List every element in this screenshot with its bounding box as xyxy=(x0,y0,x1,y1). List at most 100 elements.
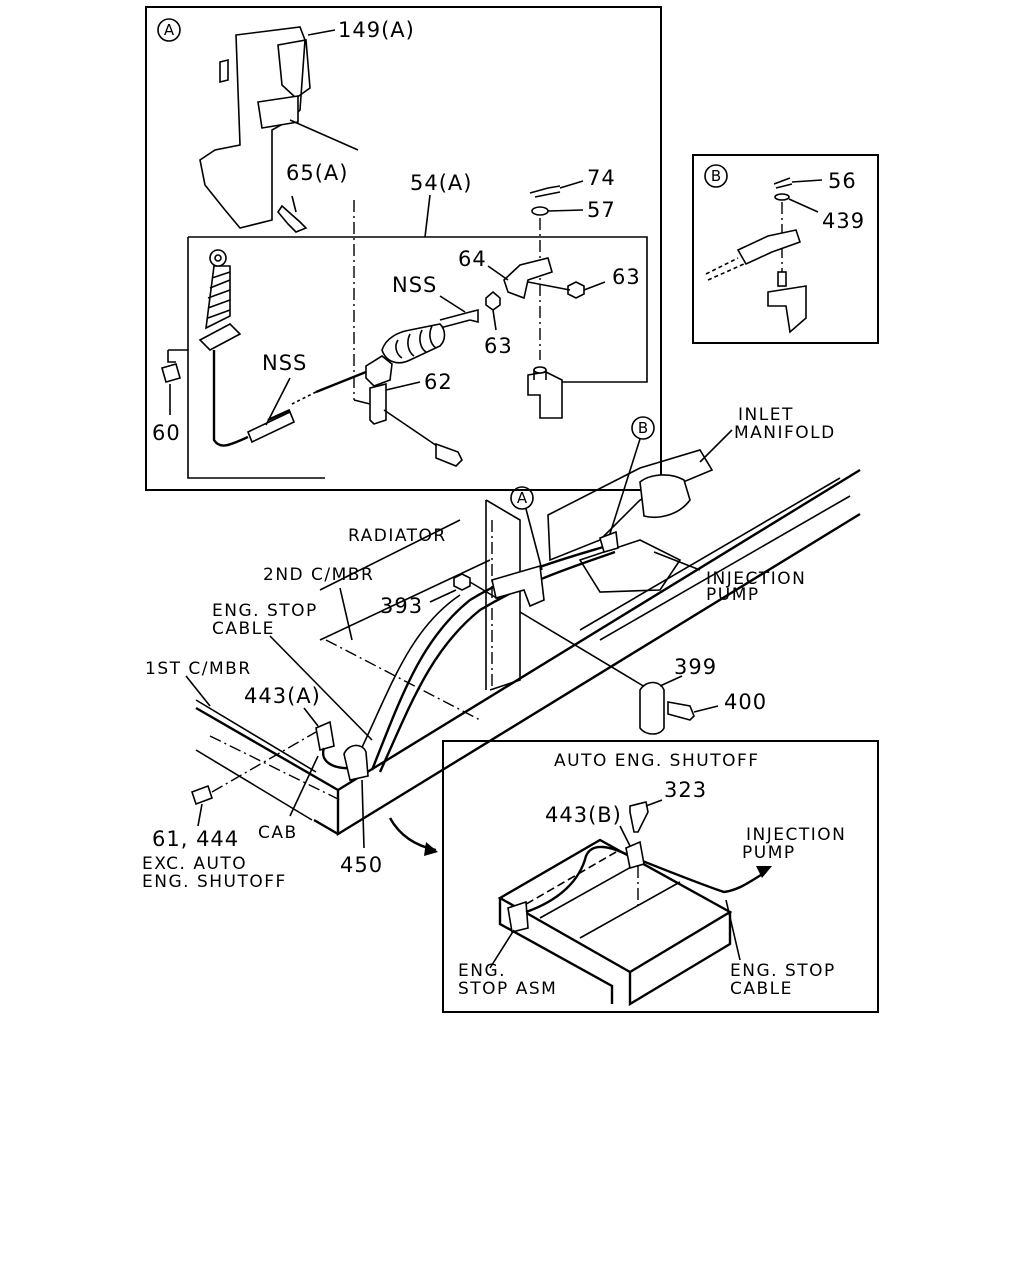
grommet-443a xyxy=(315,720,335,752)
label-inlet-manifold-2: MANIFOLD xyxy=(734,423,836,443)
lever-b xyxy=(767,285,807,334)
label-65a: 65(A) xyxy=(286,161,348,185)
cable-eye-hole xyxy=(214,254,222,262)
cab-centerline xyxy=(209,735,341,801)
bolt-400 xyxy=(667,701,695,721)
cable-fitting xyxy=(365,355,393,387)
leader-63-left xyxy=(492,309,497,331)
cable-outer-bend xyxy=(212,350,249,447)
frame-rail-front xyxy=(336,468,861,837)
label-auto-eng-shutoff: AUTO ENG. SHUTOFF xyxy=(554,751,760,771)
label-radiator: RADIATOR xyxy=(348,526,447,546)
grommet-443b xyxy=(625,840,645,870)
leader-443a xyxy=(303,707,319,727)
leader-443b xyxy=(619,825,631,847)
label-inset-injection-1: INJECTION xyxy=(746,825,846,845)
leader-57 xyxy=(547,209,584,212)
label-399: 399 xyxy=(674,655,717,679)
leader-main-a xyxy=(525,508,543,571)
label-149a: 149(A) xyxy=(338,18,415,42)
label-62: 62 xyxy=(424,370,453,394)
cable-flange xyxy=(198,323,242,351)
main-callout-b-letter: B xyxy=(638,419,648,437)
label-inset-stop-cable-1: ENG. STOP xyxy=(730,961,836,981)
bolt-lower xyxy=(435,442,463,467)
main-callout-a-circle xyxy=(510,486,534,510)
washer-57 xyxy=(531,206,549,216)
spring-coils xyxy=(207,271,231,319)
label-exc-auto-2: ENG. SHUTOFF xyxy=(142,872,287,892)
radiator-body xyxy=(485,499,521,691)
frame-rail-upper xyxy=(579,477,851,641)
label-60: 60 xyxy=(152,421,181,445)
detail-b-callout-circle xyxy=(704,164,728,188)
crossmember-centerline xyxy=(325,639,481,721)
label-393: 393 xyxy=(380,594,423,618)
leader-450 xyxy=(361,779,365,849)
auto-eng-shutoff-inset: AUTO ENG. SHUTOFF ENG. STOP ASM 443(B) 3… xyxy=(442,740,879,1013)
detail-a-inset: A 149(A) 65(A) 54(A) 74 57 64 xyxy=(145,6,662,491)
leader-nss-mid xyxy=(265,377,291,426)
bracket-62-link xyxy=(353,399,371,405)
bolt-guide xyxy=(383,409,441,449)
leader-64 xyxy=(487,265,509,281)
leader-inset-stop-cable xyxy=(725,899,741,961)
label-443b: 443(B) xyxy=(545,803,622,827)
clip-399 xyxy=(639,681,665,735)
bracket-149a xyxy=(199,26,306,229)
bolt-61-444 xyxy=(190,784,214,806)
cable-clevis xyxy=(736,229,802,266)
label-exc-auto-1: EXC. AUTO xyxy=(142,854,247,874)
leader-60-elbow xyxy=(167,349,188,363)
bolt-65a xyxy=(277,204,308,233)
label-nss-mid: NSS xyxy=(262,351,307,375)
cable-sleeve xyxy=(246,410,296,444)
guide-393 xyxy=(469,581,501,601)
detail-a-callout-circle xyxy=(157,18,181,42)
lever-bracket xyxy=(527,371,563,419)
bolt-61-centerline xyxy=(211,731,317,793)
eng-stop-cable-2 xyxy=(378,550,616,773)
auto-eng-stop-cable xyxy=(525,845,767,914)
cable-thread-end xyxy=(439,308,479,329)
label-inset-injection-2: PUMP xyxy=(742,843,796,863)
label-cab: CAB xyxy=(258,823,298,843)
bracket-clip xyxy=(257,95,299,129)
leader-1st-cmbr xyxy=(185,675,211,707)
label-inlet-manifold-1: INLET xyxy=(738,405,794,425)
detail-b-inset: B 56 439 xyxy=(692,154,879,344)
eng-stop-asm xyxy=(507,900,529,933)
main-callout-a-letter: A xyxy=(517,489,528,507)
detail-b-callout-letter: B xyxy=(711,167,721,185)
label-439: 439 xyxy=(822,209,865,233)
auto-frame-ribs xyxy=(539,861,681,939)
label-54a: 54(A) xyxy=(410,171,472,195)
label-450: 450 xyxy=(340,853,383,877)
leader-54a xyxy=(424,194,431,238)
label-eng-stop-cable-1: ENG. STOP xyxy=(212,601,318,621)
leader-2nd-cmbr xyxy=(339,587,353,641)
auto-cable-arrow xyxy=(756,866,772,878)
label-74: 74 xyxy=(587,166,616,190)
label-323: 323 xyxy=(664,778,707,802)
label-2nd-cmbr: 2ND C/MBR xyxy=(263,565,374,585)
washer-439 xyxy=(774,193,790,201)
cable-end-b xyxy=(705,257,745,281)
leader-cab xyxy=(289,755,319,817)
inlet-elbow xyxy=(639,474,691,518)
cable-inner xyxy=(267,370,367,422)
leader-61-444 xyxy=(197,803,203,827)
label-57: 57 xyxy=(587,198,616,222)
leader-main-b xyxy=(607,438,641,541)
label-400: 400 xyxy=(724,690,767,714)
label-56: 56 xyxy=(828,169,857,193)
first-crossmember xyxy=(195,699,317,821)
detail-a-callout-letter: A xyxy=(164,21,175,39)
guide-63 xyxy=(527,281,571,291)
bolt-60 xyxy=(161,363,181,383)
guide-399 xyxy=(519,611,651,691)
leader-439 xyxy=(788,198,819,213)
leader-injection-pump xyxy=(653,551,701,571)
eng-stop-cable-1 xyxy=(370,543,611,771)
leader-inlet-manifold xyxy=(699,429,733,463)
